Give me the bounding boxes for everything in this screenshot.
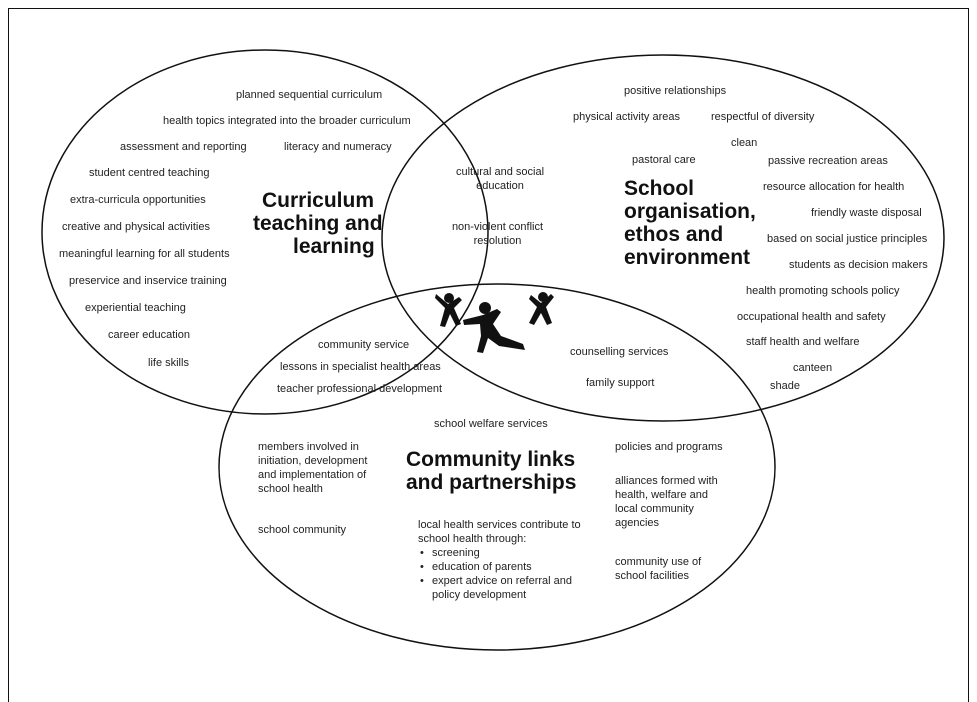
curriculum-item: extra-curricula opportunities (70, 194, 206, 206)
school-item: shade (770, 380, 800, 392)
community-item: policies and programs (615, 441, 723, 453)
curriculum-item: assessment and reporting (120, 141, 247, 153)
community-title-line: and partnerships (406, 471, 577, 494)
curriculum-item: literacy and numeracy (284, 141, 392, 153)
overlap-curriculum-community-item: teacher professional development (277, 383, 443, 395)
overlap-curriculum-community-item: community service (318, 339, 410, 351)
school-title-line: ethos and (624, 223, 724, 246)
school-item: passive recreation areas (768, 155, 888, 167)
community-item: community use of school facilities (615, 556, 702, 582)
school-item: pastoral care (632, 154, 696, 166)
curriculum-item: creative and physical activities (62, 221, 210, 233)
school-item: clean (731, 137, 758, 149)
overlap-school-community-item: family support (586, 377, 655, 389)
local-health-list: screening education of parents expert ad… (418, 546, 588, 602)
three-figures-icon (435, 292, 554, 353)
local-health-bullet: expert advice on referral and policy dev… (418, 574, 588, 602)
local-health-intro: local health services contribute to scho… (418, 519, 581, 545)
community-title-line: Community links (406, 448, 576, 471)
school-item: respectful of diversity (711, 111, 815, 123)
community-item: members involved in initiation, developm… (258, 441, 368, 495)
overlap-curriculum-school-item: cultural and social education (455, 166, 545, 192)
curriculum-item: preservice and inservice training (69, 275, 227, 287)
curriculum-item: student centred teaching (89, 167, 210, 179)
local-health-bullet: education of parents (418, 560, 588, 574)
community-circle (218, 283, 776, 651)
school-item: positive relationships (624, 85, 727, 97)
school-item: based on social justice principles (767, 233, 928, 245)
school-item: students as decision makers (789, 259, 928, 271)
school-item: canteen (793, 362, 833, 374)
community-title: Community links and partnerships (406, 448, 576, 494)
overlap-school-community-item: counselling services (570, 346, 669, 358)
school-item: staff health and welfare (746, 336, 860, 348)
school-item: physical activity areas (573, 111, 680, 123)
school-item: friendly waste disposal (811, 207, 922, 219)
curriculum-item: experiential teaching (85, 302, 186, 314)
curriculum-title-line: teaching and (253, 212, 383, 235)
curriculum-item: career education (108, 329, 190, 341)
local-health-services: local health services contribute to scho… (418, 518, 588, 602)
school-title-line: organisation, (624, 200, 756, 223)
community-item: school community (258, 524, 347, 536)
curriculum-circle (41, 49, 489, 415)
curriculum-item: meaningful learning for all students (59, 248, 230, 260)
local-health-bullet: screening (418, 546, 588, 560)
school-item: resource allocation for health (763, 181, 905, 193)
community-item: school welfare services (434, 418, 548, 430)
school-title-line: School (624, 177, 695, 200)
community-item: alliances formed with health, welfare an… (615, 475, 718, 529)
diagram-frame (8, 8, 969, 702)
overlap-curriculum-school-item: non-violent conflict resolution (451, 221, 544, 247)
school-item: occupational health and safety (737, 311, 886, 323)
school-circle (381, 54, 945, 422)
school-title: School organisation, ethos and environme… (624, 177, 756, 269)
overlap-curriculum-community-item: lessons in specialist health areas (280, 361, 441, 373)
school-title-line: environment (624, 246, 751, 269)
curriculum-item: planned sequential curriculum (236, 89, 383, 101)
school-item: health promoting schools policy (746, 285, 900, 297)
curriculum-title-line: learning (293, 235, 375, 258)
curriculum-item: life skills (148, 357, 189, 369)
curriculum-item: health topics integrated into the broade… (163, 115, 411, 127)
curriculum-title: Curriculum teaching and learning (253, 189, 383, 258)
curriculum-title-line: Curriculum (262, 189, 375, 212)
